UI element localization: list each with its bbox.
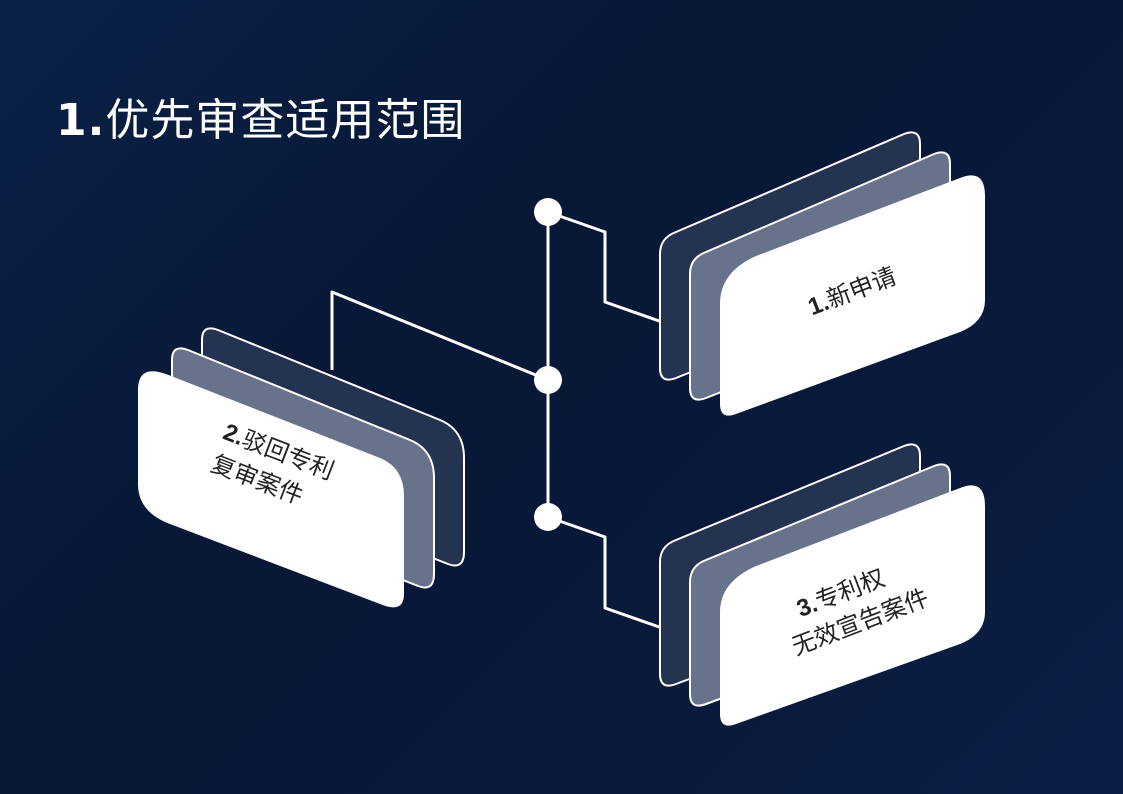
card-front-layer xyxy=(720,175,985,416)
node-middle xyxy=(534,366,562,394)
card-stack-item-2: 2.驳回专利 复审案件 xyxy=(138,327,465,608)
page-title-text: 优先审查适用范围 xyxy=(105,95,466,146)
node-bottom xyxy=(534,503,562,531)
card-stack-item-3: 3.专利权 无效宣告案件 xyxy=(659,443,985,726)
connector-to-item-2 xyxy=(330,290,549,382)
connector-nodes xyxy=(534,198,562,531)
connector-to-item-3 xyxy=(547,515,663,630)
card-stack-item-1: 1.新申请 xyxy=(659,131,985,416)
card-front-layer xyxy=(138,371,404,608)
connector-to-item-1 xyxy=(547,210,663,324)
card-front-layer xyxy=(720,485,985,726)
node-top xyxy=(534,198,562,226)
page-title: 1.优先审查适用范围 xyxy=(56,84,465,148)
connector-lines xyxy=(330,210,663,630)
page-title-number: 1. xyxy=(56,95,106,146)
